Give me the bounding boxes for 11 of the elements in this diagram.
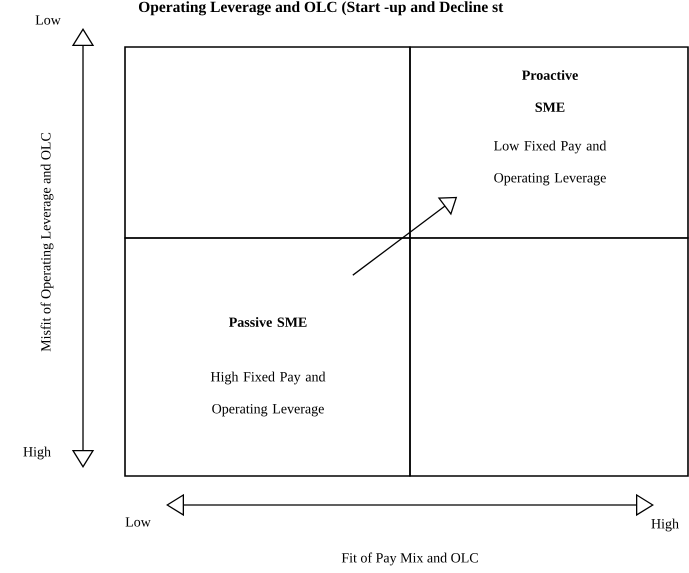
- axis-end-label: High: [651, 518, 679, 532]
- quadrant-box: [124, 46, 411, 239]
- quadrant-box: [409, 237, 689, 477]
- axis-end-label: Low: [126, 517, 151, 527]
- title: Operating Leverage and OLC (Start -up and Decline st: [138, 1, 504, 16]
- axis-title: Fit of Pay Mix and OLC: [342, 552, 478, 566]
- quadrant-box: Proactive SME Low Fixed Pay and Operating Leverage: [409, 46, 689, 239]
- axis-title: Misfit of Operating Leverage and OLC: [40, 132, 54, 352]
- quadrant-box: Passive SME High Fixed Pay and Operating Leverage: [124, 237, 411, 477]
- axis-end-label: Low: [36, 15, 61, 25]
- axis-end-label: High: [23, 446, 51, 460]
